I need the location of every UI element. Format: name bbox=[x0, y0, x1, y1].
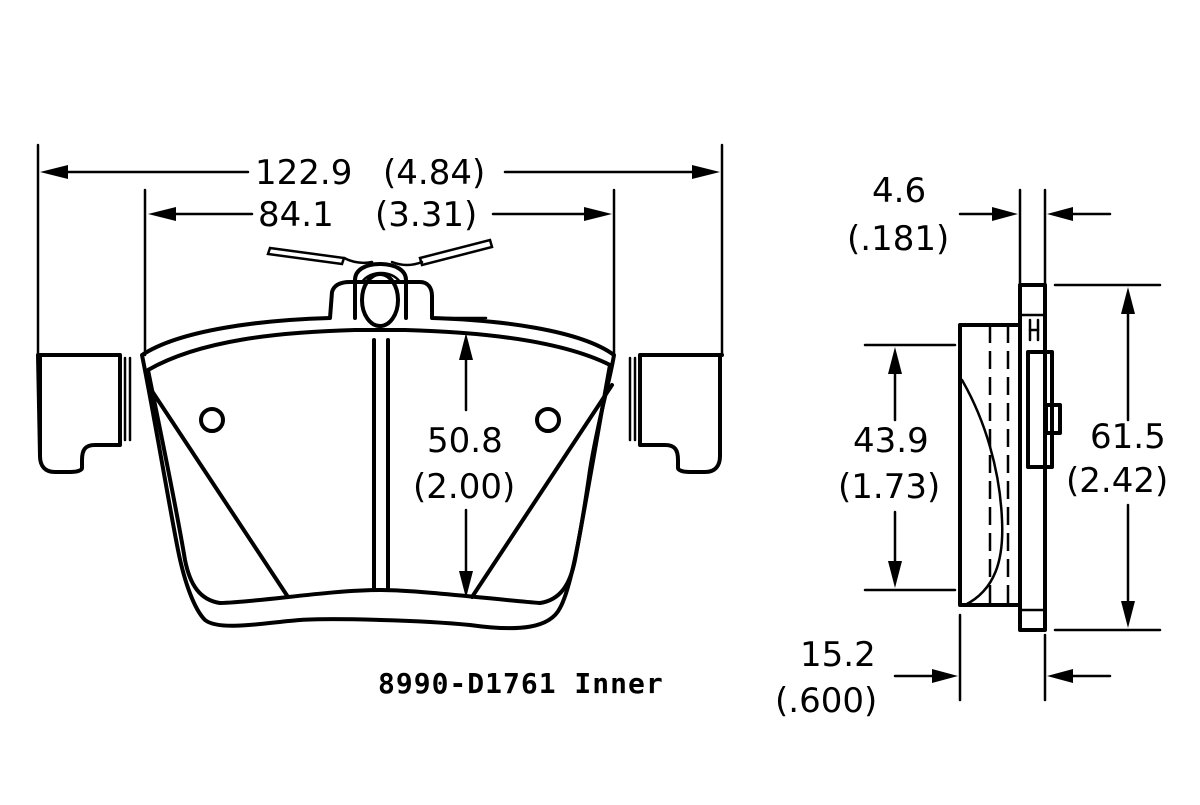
side-backing-plate bbox=[1018, 283, 1047, 632]
plate-thickness-in: (.181) bbox=[847, 219, 949, 259]
arrowhead-right bbox=[932, 669, 958, 683]
overall-thickness-mm: 15.2 bbox=[800, 635, 876, 675]
inner-width-in: (3.31) bbox=[375, 195, 477, 235]
arrowhead-left bbox=[1047, 207, 1073, 221]
arrowhead-down bbox=[888, 561, 902, 588]
arrowhead-left bbox=[1047, 669, 1073, 683]
arrowhead-right bbox=[692, 165, 720, 179]
arrowhead-down bbox=[459, 571, 473, 598]
overall-thickness-in: (.600) bbox=[775, 681, 877, 721]
friction-material-outline bbox=[146, 328, 612, 605]
wear-clip-right-arm bbox=[418, 238, 494, 267]
side-sensor-clip bbox=[1026, 350, 1054, 469]
inner-width-mm: 84.1 bbox=[258, 195, 334, 235]
pad-height-mm: 50.8 bbox=[427, 421, 503, 461]
arrowhead-right bbox=[992, 207, 1018, 221]
arrowhead-left bbox=[40, 165, 68, 179]
pad-height-in: (2.00) bbox=[413, 467, 515, 507]
overall-width-in: (4.84) bbox=[383, 153, 485, 193]
chamfer-left bbox=[146, 383, 290, 599]
chamfer-right bbox=[470, 383, 614, 599]
side-view: 4.6 (.181) 43.9 (1.73) 61.5 (2. bbox=[775, 171, 1168, 721]
overall-height-in: (2.42) bbox=[1066, 461, 1168, 501]
friction-height-in: (1.73) bbox=[838, 467, 940, 507]
arrowhead-left bbox=[148, 207, 176, 221]
wear-clip-left-arm bbox=[266, 246, 346, 266]
overall-height-mm: 61.5 bbox=[1090, 417, 1166, 457]
pin-hole-right bbox=[535, 407, 561, 433]
wear-clip-hook bbox=[342, 256, 424, 267]
wear-sensor-tab bbox=[353, 262, 408, 320]
part-number-caption: 8990-D1761 Inner bbox=[378, 667, 664, 700]
arrowhead-right bbox=[584, 207, 612, 221]
arrowhead-up bbox=[1121, 287, 1135, 314]
arrowhead-up bbox=[459, 333, 473, 360]
side-friction-curve bbox=[960, 378, 1004, 607]
arrowhead-down bbox=[1121, 601, 1135, 628]
wear-sensor-arc bbox=[360, 271, 402, 284]
front-view: 122.9 (4.84) 84.1 (3.31) bbox=[36, 143, 724, 700]
arrowhead-up bbox=[888, 347, 902, 374]
friction-height-mm: 43.9 bbox=[853, 421, 929, 461]
side-sensor-tab bbox=[1044, 403, 1062, 435]
plate-thickness-mm: 4.6 bbox=[872, 171, 926, 211]
pad-body-outline bbox=[140, 280, 616, 631]
pin-hole-left bbox=[199, 407, 225, 433]
side-friction-material bbox=[958, 323, 1022, 607]
backing-plate bbox=[36, 353, 724, 474]
overall-width-mm: 122.9 bbox=[255, 153, 352, 193]
